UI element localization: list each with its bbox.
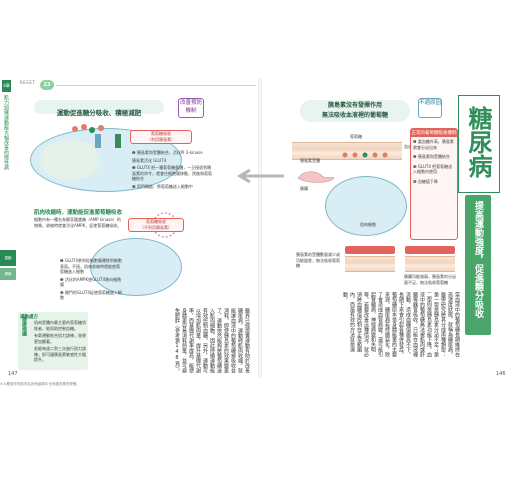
right-diagram-title-line1: 胰島素沒有發揮作用 [327,102,382,109]
right-page-number: 146 [496,371,506,377]
right-tag-text: 不適原因 [419,100,442,106]
left-sidebar-tabs: 運動 健康 [0,250,16,290]
left-subbody: 細胞內有一種名為腺苷酸激酶（AMP kinase）的物質。收縮時就會活化AMPK… [34,217,122,228]
non-insulin-line1: 葡萄糖吸收 [146,219,166,224]
left-subheading: 肌肉收縮時，運動能促進葡萄糖吸收 [34,210,123,216]
left-note-3: ❷ GLUT4 把一種葡萄糖載體，一旦接收到胰島素的命令，就會往細胞膜移動，然後… [132,165,212,181]
tip-label: 運動處方 [20,315,38,320]
label-blood: 血液 [404,144,412,149]
left-footnote: ※人體運作的肌肉及其他組織中也有胰島素的受體。 [0,382,80,386]
strip-left-vessel [345,256,395,272]
subtitle-panel: 提高運動強度，促進糖分吸收 [465,195,491,335]
normal-note-4: ❹ 血糖值下降 [413,178,438,184]
glut4-upper [115,134,121,148]
left-tag-text: 改善預防機制 [179,100,202,114]
left-diagram-title: 運動促進糖分吸收、積極減肥 [34,100,164,117]
left-lower-note-1: ❶ GLUT4參與從細胞膜遷移到細胞表面。不過，肌肉收縮時就能使葡萄糖進入細胞 [60,258,122,274]
left-lower-note-3: ❸ 開門的GLUT4促使葡萄糖進入細胞 [60,289,122,301]
chapter-badge: 4章 [2,80,11,92]
left-note-1: ❶ 胰島素和受體結合，活化PI 3-kinase [132,150,203,155]
normal-mechanism-box: 正常的葡萄糖吸收機制 ❶ 當血糖升高，胰島素就會分泌出來 ❷ 胰島素和受體結合 … [410,128,458,240]
left-notes-lower: ❶ GLUT4參與從細胞膜遷移到細胞表面。不過，肌肉收縮時就能使葡萄糖進入細胞 … [60,258,122,301]
left-lower-note-2: ❷ 活化的AMPK使GLUT4移向細胞膜 [60,276,122,288]
right-tag: 不適原因 [418,98,442,118]
label-glucose: 葡萄糖 [350,134,362,139]
right-body-text: 當血液中的葡萄糖長期維持在高濃度狀態，就稱為糖尿病。醫學研究將其分成兩種類型：第… [342,292,460,357]
normal-note-2: ❷ 胰島素和受體結合 [413,154,450,159]
left-tag: 改善預防機制 [178,98,204,118]
tip-line-1: 肌肉是體內最主要的葡萄糖消耗者，能幫助控制血糖。 [34,320,86,331]
flow-arrow-left [236,168,286,184]
reset-label: RESET [20,80,36,85]
insulin-path-line2: （利用胰島素） [147,136,175,142]
insulin-path-line1: 葡萄糖吸收 [151,131,171,136]
target-cell [325,176,407,236]
tip-line-3: 若能每週二到三次進行肌力訓練，即可讓胰島素敏感性大幅提升。 [34,346,86,362]
label-muscle-cell: 肌肉細胞 [360,222,376,227]
strip-right-label: 胰島素的分泌不足 [405,246,455,262]
left-page-number: 147 [8,371,18,377]
strip-left-note: 胰島素的受體數量減少或功能變差，無法吸收葡萄糖 [296,252,340,268]
label-receptor: 胰島素受體 [300,158,320,163]
pancreas-shape [296,168,336,184]
tip-line-2: 有氧運動結合肌力訓練，效果更加顯著。 [34,333,86,344]
chapter-title: 肌力訓練運動能大幅改善的慢性病 [3,95,9,170]
strip-right-note: 胰臟功能減弱，胰島素的分泌量不足，無法吸收葡萄糖 [404,274,456,285]
non-insulin-path-box: 葡萄糖吸收 （不利用胰島素） [128,218,184,232]
insulin-path-box: 葡萄糖吸收 （利用胰島素） [130,130,192,144]
tip-title: 健康建議 [21,316,27,336]
glucose-dots [340,145,390,158]
tip-box: 運動處方 肌肉是體內最主要的葡萄糖消耗者，能幫助控制血糖。 有氧運動結合肌力訓練… [18,312,88,370]
label-pancreas: 胰臟 [300,186,308,191]
left-diagram-title-text: 運動促進糖分吸收、積極減肥 [56,109,142,117]
title-panel: 糖尿病 [458,95,500,193]
page-badge: 23 [40,80,54,90]
muscle-cell-lower [90,238,182,296]
sidebar-tab-1: 運動 [0,250,16,266]
left-note-4: ❸ 用門開啟，將葡萄糖送入細胞中 [132,183,193,189]
glucose-cluster-upper [70,120,110,133]
left-body-text: 醫界已經證實運動有助於改善糖尿病。運動時肌肉收縮，就能讓血液中的葡萄糖被吸收並消… [174,308,250,374]
sidebar-tab-2: 健康 [0,268,16,280]
disease-subtitle: 提高運動強度，促進糖分吸收 [473,201,483,318]
normal-note-1: ❶ 當血糖升高，胰島素就會分泌出來 [413,139,454,150]
left-notes-upper: ❶ 胰島素和受體結合，活化PI 3-kinase 胰島素活化 GLUT4 ❷ G… [132,150,212,189]
muscle-cell-cytoplasm-upper [40,140,100,180]
right-diagram-title-line2: 無法吸收血液裡的葡萄糖 [321,112,388,119]
tip-lines: 肌肉是體內最主要的葡萄糖消耗者，能幫助控制血糖。 有氧運動結合肌力訓練，效果更加… [34,320,86,363]
strip-left-label: 胰島素的作用下降 [345,246,395,262]
normal-mechanism-heading: 正常的葡萄糖吸收機制 [411,129,457,137]
normal-note-3: ❸ GLUT4 把葡萄糖送入細胞內使用 [413,163,453,175]
disease-title: 糖尿病 [464,106,492,178]
left-note-2: 胰島素活化 GLUT4 [132,157,167,163]
page-gutter [258,78,262,378]
right-diagram-title: 胰島素沒有發揮作用 無法吸收血液裡的葡萄糖 [300,100,410,122]
strip-right-vessel [405,256,455,272]
header-rule [56,85,256,86]
receptor-upper [95,134,101,148]
page-badge-number: 23 [43,82,51,88]
non-insulin-line2: （不利用胰島素） [140,224,172,230]
chapter-num: 4章 [3,83,10,88]
